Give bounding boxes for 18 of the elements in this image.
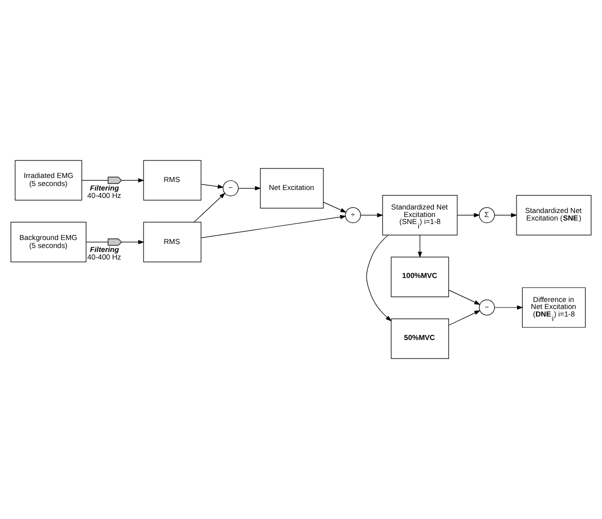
arrow: [323, 202, 347, 213]
arrow: [366, 234, 392, 322]
arrow: [494, 213, 518, 218]
arrow: [494, 305, 524, 310]
arrow: [200, 214, 346, 238]
arrow: [200, 184, 224, 189]
arrow: [360, 213, 384, 218]
node-pentagon: [108, 176, 122, 184]
arrow: [121, 178, 144, 182]
arrow: [418, 234, 422, 258]
arrow: [121, 240, 144, 244]
arrow: [238, 186, 262, 190]
arrow: [456, 213, 480, 218]
node-pentagon: [108, 238, 122, 246]
arrow: [448, 310, 480, 326]
connector: [82, 180, 108, 181]
arrow: [448, 290, 480, 305]
arrow: [194, 192, 226, 222]
